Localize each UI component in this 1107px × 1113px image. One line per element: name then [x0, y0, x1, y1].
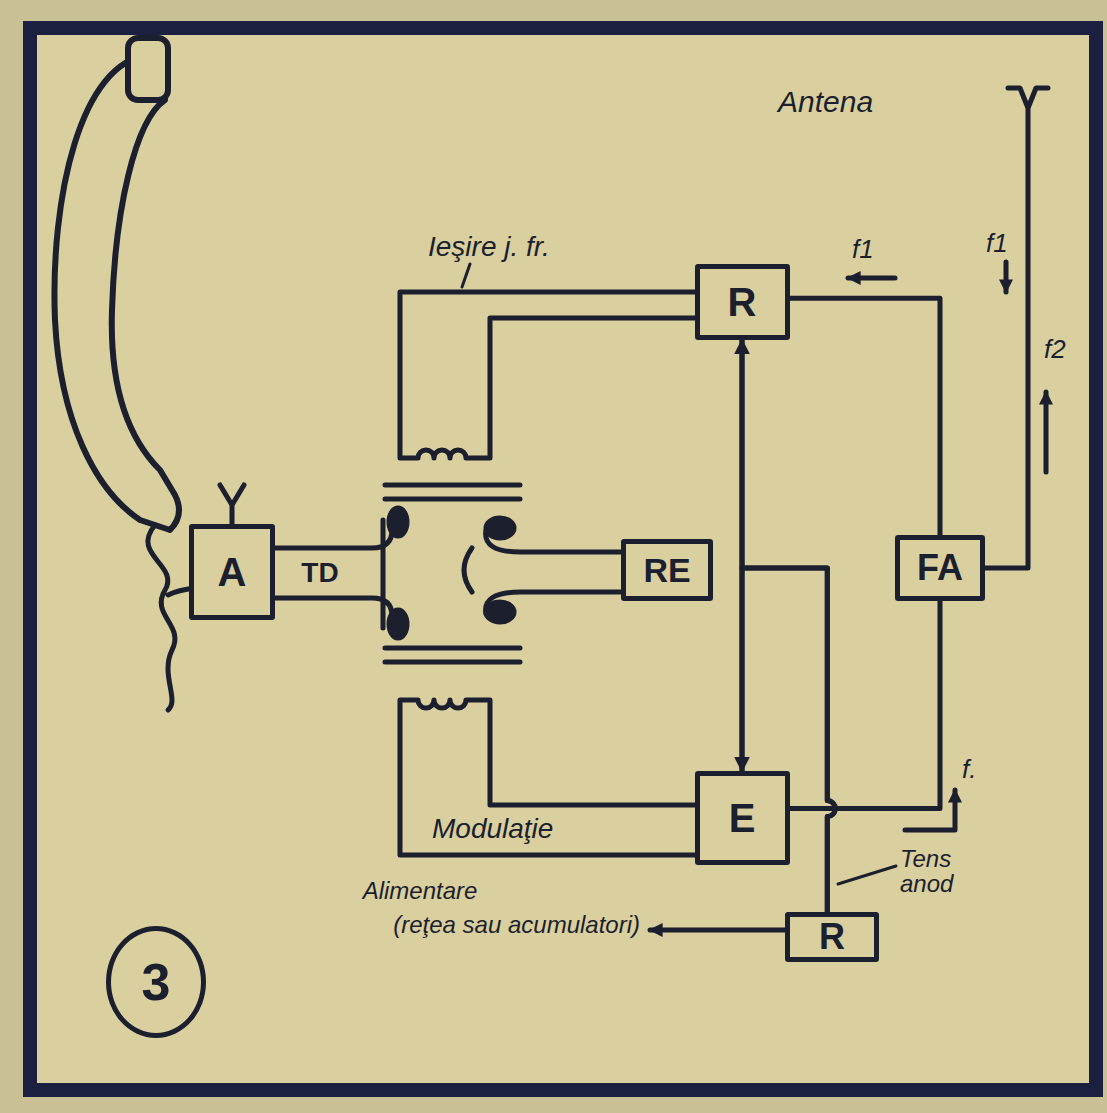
winding [389, 610, 407, 638]
output-label: Ieşire j. fr. [428, 232, 550, 261]
antenna-filter-box: FA [895, 535, 985, 601]
anode-voltage-label: Tens anod [900, 846, 984, 896]
receiver-box: R [695, 264, 790, 340]
box-label: E [729, 798, 756, 838]
supply-label: Alimentare [363, 878, 478, 903]
relay-box: RE [621, 539, 713, 601]
signal-arrow [1004, 262, 1009, 292]
figure-number: 3 [106, 926, 206, 1038]
signal-arrow [1044, 392, 1049, 472]
leader-line [838, 866, 896, 884]
box-label: 3 [142, 956, 171, 1008]
box-label: R [819, 919, 845, 955]
modulation-label: Modulaţie [432, 814, 553, 843]
box-label: A [218, 552, 247, 592]
antenna-feed [960, 88, 1048, 568]
box-label: RE [643, 553, 690, 587]
antenna-symbol [220, 485, 244, 528]
line-band [270, 520, 392, 628]
supply-arrow [650, 928, 800, 933]
connector-line [790, 601, 941, 809]
supply-label: (reţea sau acumulatori) [393, 912, 640, 937]
handset-cord [148, 525, 195, 710]
leader-line [462, 264, 470, 287]
frame [30, 28, 1096, 1090]
box-label: FA [917, 550, 963, 586]
rectifier-box: R [785, 912, 879, 962]
winding [486, 602, 514, 622]
box-label: R [728, 282, 757, 322]
modulation-winding [400, 700, 720, 855]
transformer-core [385, 485, 520, 662]
connector-line [790, 298, 941, 535]
wiring [54, 38, 1048, 930]
winding [389, 508, 407, 536]
transmitter-box: E [695, 771, 790, 865]
frequency-label: f1 [986, 230, 1008, 257]
cable-label: TD [301, 558, 338, 587]
frequency-label: f2 [1044, 336, 1066, 363]
signal-arrow [848, 276, 895, 281]
handset [54, 55, 179, 530]
amplifier-box: A [189, 524, 275, 620]
output-winding [400, 292, 720, 458]
line-band [464, 530, 640, 614]
frequency-label: f1 [852, 236, 874, 263]
handset-earpiece [128, 38, 168, 100]
winding [486, 518, 514, 538]
frequency-label: f. [962, 756, 976, 783]
antenna-label: Antena [778, 86, 873, 118]
